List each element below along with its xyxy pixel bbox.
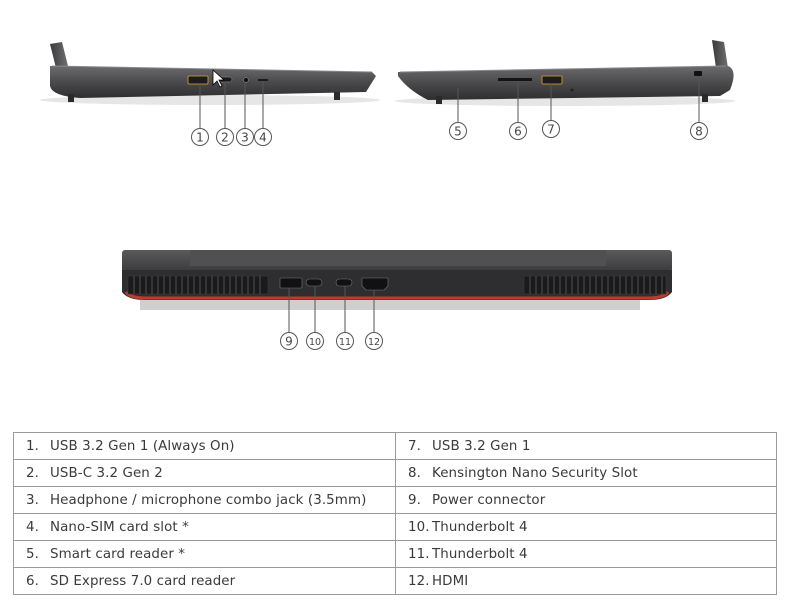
table-row: 4. Nano-SIM card slot * 10.Thunderbolt 4: [13, 513, 777, 541]
callout-badge-2: 2: [216, 128, 234, 146]
callout-badge-11: 11: [336, 332, 354, 350]
callout-number: 5: [454, 125, 462, 139]
port-label: Kensington Nano Security Slot: [432, 465, 638, 481]
callout-badge-9: 9: [280, 332, 298, 350]
table-row: 5. Smart card reader * 11.Thunderbolt 4: [13, 540, 777, 568]
port-label: USB 3.2 Gen 1: [432, 438, 531, 454]
port-number: 11.: [408, 546, 430, 562]
port-number: 12.: [408, 573, 430, 589]
callout-badge-6: 6: [509, 122, 527, 140]
laptop-ports-illustration: 1 2 3 4 5 6 7 8 9 10 11 12: [40, 40, 735, 350]
port-cell: 6. SD Express 7.0 card reader: [13, 567, 396, 595]
callout-badge-8: 8: [690, 122, 708, 140]
callout-number: 6: [514, 125, 522, 139]
port-label: Smart card reader *: [50, 546, 186, 562]
callout-number: 1: [196, 131, 204, 145]
port-label: Thunderbolt 4: [432, 519, 528, 535]
port-number: 9.: [408, 492, 421, 508]
port-cell: 5. Smart card reader *: [13, 540, 396, 568]
callout-badge-5: 5: [449, 122, 467, 140]
callout-number: 4: [259, 131, 267, 145]
callout-number: 2: [221, 131, 229, 145]
laptop-right-side-view: [395, 40, 735, 106]
callout-badge-10: 10: [306, 332, 324, 350]
port-cell: 7. USB 3.2 Gen 1: [395, 432, 777, 460]
callout-number: 7: [547, 123, 555, 137]
ports-legend-table: 1. USB 3.2 Gen 1 (Always On) 7. USB 3.2 Ge…: [13, 432, 777, 595]
port-label: Headphone / microphone combo jack (3.5mm…: [50, 492, 367, 508]
table-row: 2. USB-C 3.2 Gen 2 8. Kensington Nano Secu…: [13, 459, 777, 487]
callout-number: 9: [285, 335, 293, 349]
port-number: 1.: [26, 438, 39, 454]
laptop-left-side-view: [40, 42, 380, 105]
callout-badge-12: 12: [365, 332, 383, 350]
port-cell: 10.Thunderbolt 4: [395, 513, 777, 541]
port-cell: 3. Headphone / microphone combo jack (3.5…: [13, 486, 396, 514]
port-number: 7.: [408, 438, 421, 454]
callout-badge-1: 1: [191, 128, 209, 146]
port-cell: 12.HDMI: [395, 567, 777, 595]
callout-leaders: [199, 76, 700, 332]
port-label: SD Express 7.0 card reader: [50, 573, 236, 589]
port-label: Thunderbolt 4: [432, 546, 528, 562]
port-number: 2.: [26, 465, 39, 481]
callout-badge-4: 4: [254, 128, 272, 146]
callout-number: 8: [695, 125, 703, 139]
table-row: 1. USB 3.2 Gen 1 (Always On) 7. USB 3.2 Ge…: [13, 432, 777, 460]
port-cell: 9. Power connector: [395, 486, 777, 514]
port-number: 4.: [26, 519, 39, 535]
port-cell: 1. USB 3.2 Gen 1 (Always On): [13, 432, 396, 460]
port-label: USB 3.2 Gen 1 (Always On): [50, 438, 235, 454]
table-row: 3. Headphone / microphone combo jack (3.5…: [13, 486, 777, 514]
port-label: USB-C 3.2 Gen 2: [50, 465, 163, 481]
port-label: Nano-SIM card slot *: [50, 519, 189, 535]
port-cell: 11.Thunderbolt 4: [395, 540, 777, 568]
port-number: 8.: [408, 465, 421, 481]
port-number: 10.: [408, 519, 430, 535]
port-cell: 8. Kensington Nano Security Slot: [395, 459, 777, 487]
callout-number: 10: [309, 337, 321, 348]
table-row: 6. SD Express 7.0 card reader 12.HDMI: [13, 567, 777, 595]
callout-number: 3: [241, 131, 249, 145]
callout-badge-3: 3: [236, 128, 254, 146]
callout-badge-7: 7: [542, 120, 560, 138]
port-cell: 2. USB-C 3.2 Gen 2: [13, 459, 396, 487]
port-number: 3.: [26, 492, 39, 508]
laptop-rear-view: [122, 250, 672, 310]
callout-number: 11: [339, 337, 351, 348]
port-label: Power connector: [432, 492, 546, 508]
port-number: 6.: [26, 573, 39, 589]
callout-number: 12: [368, 337, 380, 348]
port-label: HDMI: [432, 573, 469, 589]
port-cell: 4. Nano-SIM card slot *: [13, 513, 396, 541]
port-number: 5.: [26, 546, 39, 562]
